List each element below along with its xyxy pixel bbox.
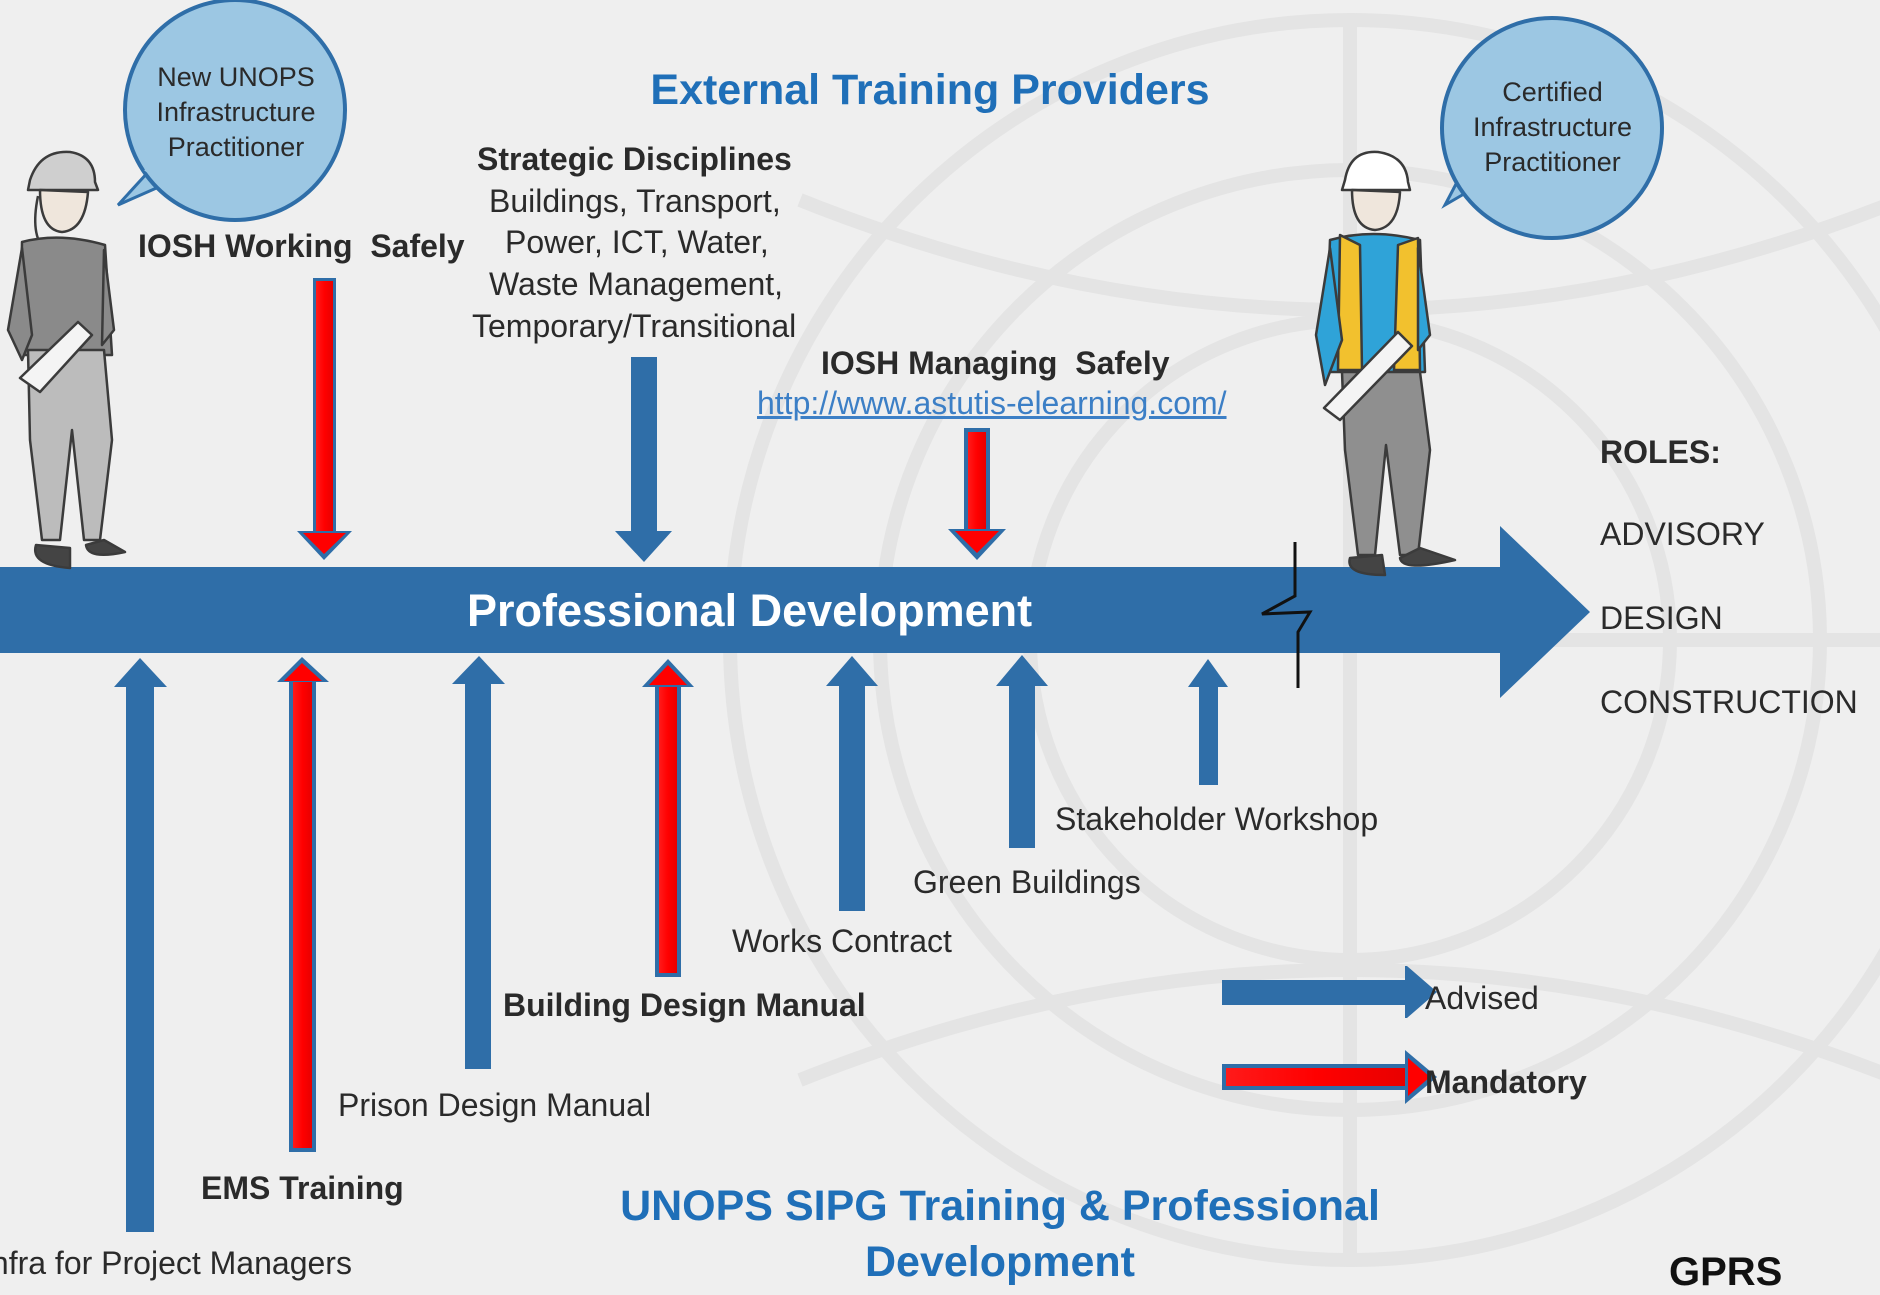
works-contract-label: Works Contract [732,923,952,959]
astutis-elearning-link[interactable]: http://www.astutis-elearning.com/ [757,385,1227,421]
prison-design-manual-label: Prison Design Manual [338,1087,652,1123]
arrow-strategic-disciplines [615,357,672,562]
roles-heading: ROLES: [1600,434,1721,470]
speech-bubble-left [116,0,347,222]
professional-development-label: Professional Development [467,585,1033,636]
role-advisory: ADVISORY [1600,516,1765,552]
arrow-stakeholder [1188,659,1228,785]
arrow-iosh-working [297,278,352,560]
legend-advised-arrow [1222,966,1437,1018]
arrow-building-design [642,659,694,977]
gprs-footer: GPRS [1669,1250,1783,1294]
strategic-disciplines-line2: Power, ICT, Water, [505,224,769,260]
stakeholder-workshop-label: Stakeholder Workshop [1055,801,1379,837]
legend-mandatory-arrow [1222,1050,1437,1104]
strategic-disciplines-line4: Temporary/Transitional [472,308,797,344]
green-buildings-label: Green Buildings [913,864,1141,900]
professional-development-arrow [0,526,1590,698]
building-design-manual-label: Building Design Manual [503,987,866,1023]
role-construction: CONSTRUCTION [1600,684,1858,720]
strategic-disciplines-line3: Waste Management, [489,266,784,302]
speech-bubble-right [1440,16,1664,240]
arrow-green-buildings [996,655,1048,848]
infra-pm-label: Infra for Project Managers [0,1245,352,1281]
break-symbol [1261,542,1313,688]
bubble-new-practitioner-text: New UNOPS Infrastructure Practitioner [156,62,316,162]
ems-training-label: EMS Training [201,1170,404,1206]
role-design: DESIGN [1600,600,1723,636]
certified-practitioner-figure [1314,150,1457,577]
new-practitioner-figure [6,150,127,570]
external-providers-title: External Training Providers [650,66,1210,114]
unops-sipg-title: UNOPS SIPG Training & Professional Devel… [620,1182,1380,1286]
strategic-disciplines-line1: Buildings, Transport, [489,183,781,219]
bubble-certified-practitioner-text: Certified Infrastructure Practitioner [1472,77,1633,177]
arrow-iosh-managing [948,428,1006,560]
arrow-ems [277,657,329,1152]
arrow-works-contract [826,656,878,911]
iosh-working-safely-label: IOSH Working Safely [138,228,465,264]
arrow-infra-pm [114,658,167,1232]
legend-mandatory-label: Mandatory [1425,1064,1587,1100]
strategic-disciplines-title: Strategic Disciplines [477,141,792,177]
legend-advised-label: Advised [1425,980,1539,1016]
arrow-prison [452,656,505,1069]
iosh-managing-safely-label: IOSH Managing Safely [821,345,1170,381]
